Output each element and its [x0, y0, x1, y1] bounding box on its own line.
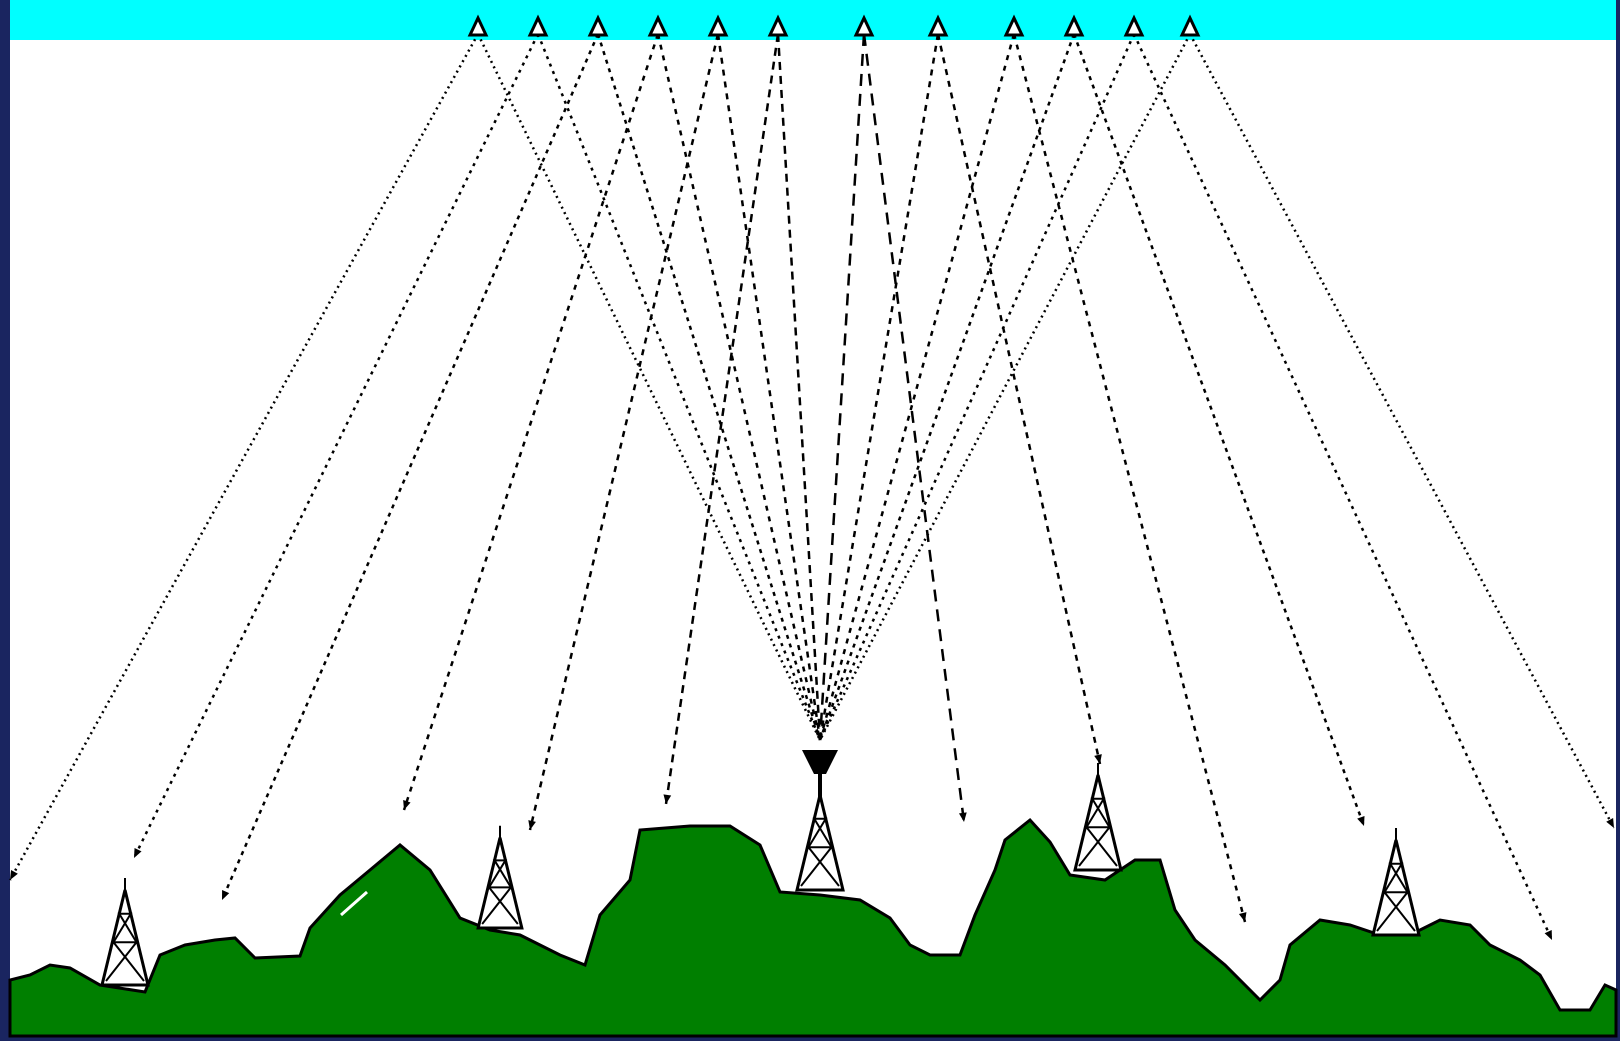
- sky-band: [10, 0, 1616, 40]
